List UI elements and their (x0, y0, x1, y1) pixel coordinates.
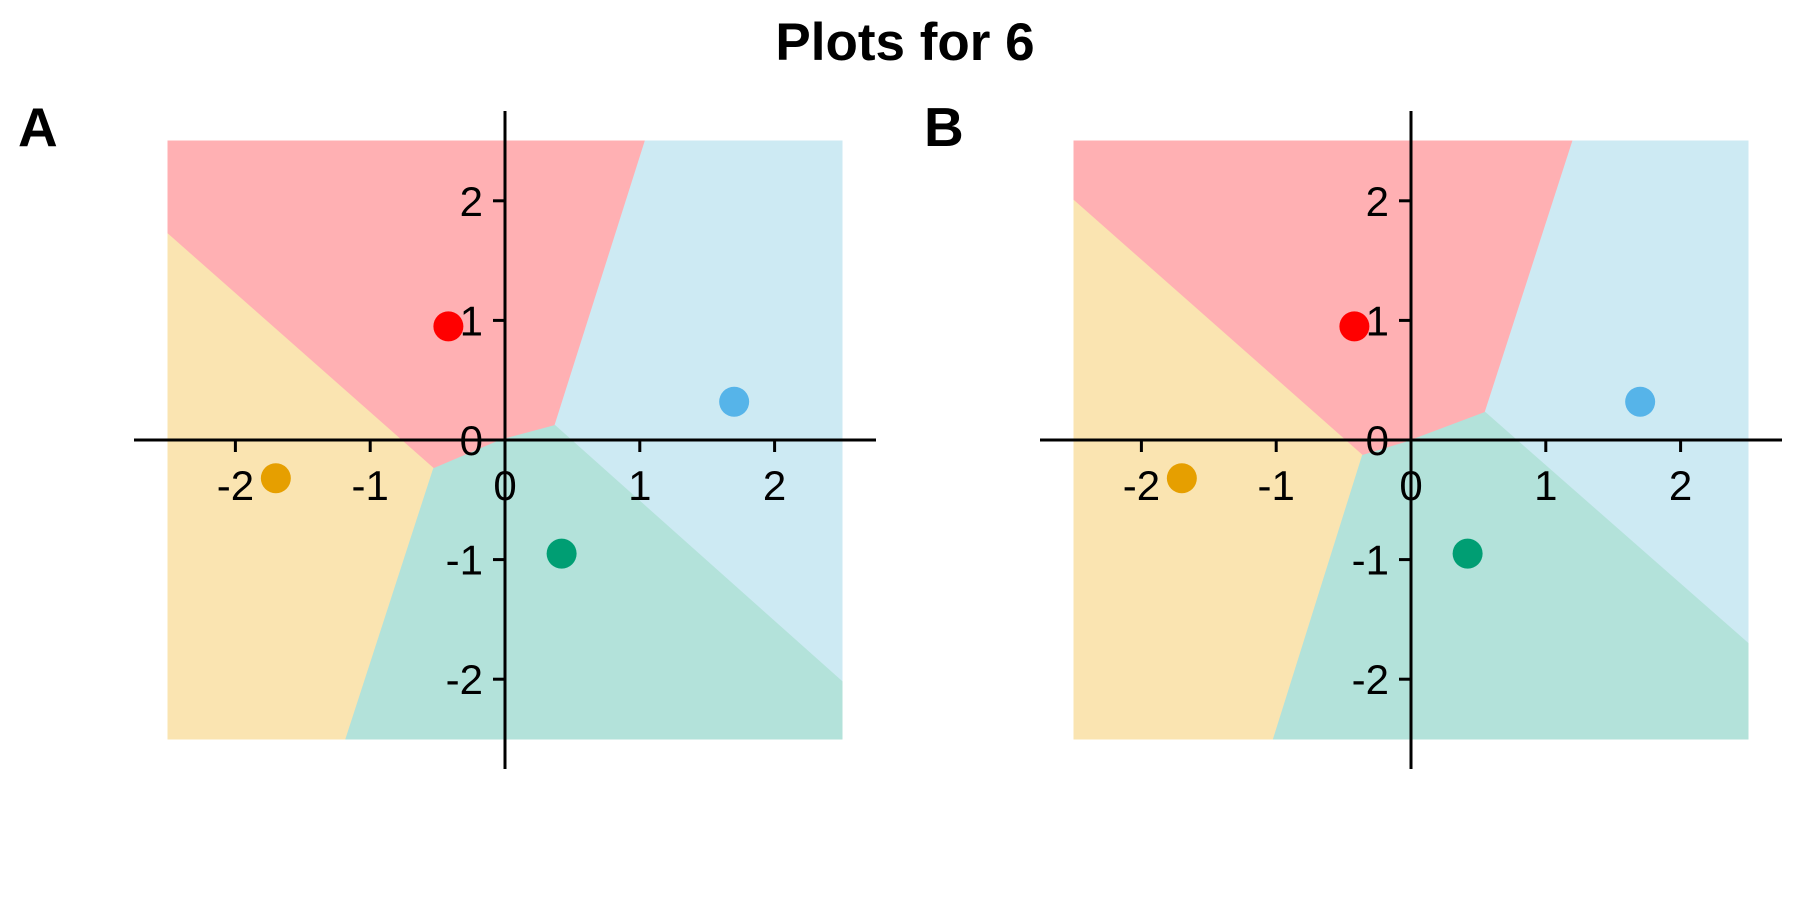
data-point-2 (260, 463, 291, 494)
data-point-0 (433, 311, 464, 342)
x-tick-label: -2 (217, 462, 254, 509)
x-tick-label: 2 (1669, 462, 1692, 509)
data-point-2 (1166, 463, 1197, 494)
figure-title: Plots for 6 (775, 13, 1034, 72)
y-tick-label: -1 (1352, 537, 1389, 584)
data-point-1 (719, 386, 750, 417)
x-tick-label: 1 (1534, 462, 1557, 509)
data-point-1 (1625, 386, 1656, 417)
decision-region-3 (1272, 411, 1749, 740)
y-tick-label: -2 (1352, 656, 1389, 703)
x-tick-label: 2 (763, 462, 786, 509)
x-tick-label: 0 (1399, 462, 1422, 509)
y-tick-label: -2 (446, 656, 483, 703)
data-point-3 (546, 538, 577, 569)
data-point-3 (1452, 538, 1483, 569)
y-tick-label: 2 (1366, 178, 1389, 225)
y-tick-label: 1 (1366, 297, 1389, 344)
y-tick-label: -1 (446, 537, 483, 584)
y-tick-label: 1 (460, 297, 483, 344)
x-tick-label: -2 (1123, 462, 1160, 509)
panel-label: A (18, 96, 58, 158)
y-tick-label: 0 (1366, 417, 1389, 464)
x-tick-label: -1 (352, 462, 389, 509)
y-tick-label: 2 (460, 178, 483, 225)
x-tick-label: 0 (493, 462, 516, 509)
y-tick-label: 0 (460, 417, 483, 464)
x-tick-label: 1 (628, 462, 651, 509)
x-tick-label: -1 (1258, 462, 1295, 509)
panel-label: B (924, 96, 964, 158)
data-point-0 (1339, 311, 1370, 342)
